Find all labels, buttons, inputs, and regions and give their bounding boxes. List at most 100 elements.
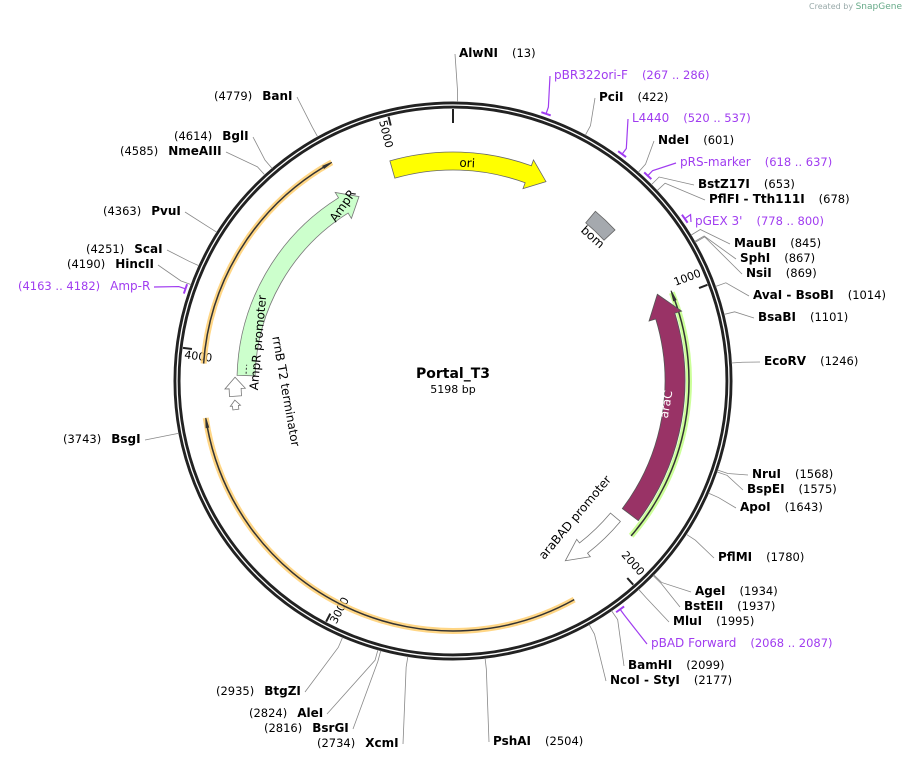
cut-position: (4190) [67,257,106,271]
restriction-site-label[interactable]: (2935) BtgZI [216,684,301,698]
enzyme-name: NmeAIII [168,144,222,158]
enzyme-name: NdeI [658,133,690,147]
orf-line [202,166,325,364]
site-leader-line [252,136,273,169]
restriction-site-label[interactable]: (2816) BsrGI [264,721,349,735]
primer-label[interactable]: pBR322ori-F(267 .. 286) [554,68,709,82]
restriction-site-label[interactable]: EcoRV(1246) [764,354,858,368]
restriction-site-label[interactable]: PshAI(2504) [493,734,583,748]
enzyme-name: BspEI [747,482,785,496]
enzyme-name: BsrGI [312,721,349,735]
cut-position: (1780) [766,550,805,564]
cut-position: (13) [512,46,536,60]
cut-position: (2099) [686,658,725,672]
primer-label[interactable]: pRS-marker(618 .. 637) [680,155,832,169]
site-leader-line [716,471,744,491]
primer-range: (778 .. 800) [756,214,824,228]
site-leader-line [352,650,382,730]
site-leader-line [723,311,755,319]
restriction-site-label[interactable]: (4363)PvuI [103,204,181,218]
site-leader-line [304,637,344,693]
enzyme-name: EcoRV [764,354,807,368]
ori-feature [389,151,547,190]
restriction-site-label[interactable]: (4190)HincII [67,257,154,271]
restriction-site-label[interactable]: MluI(1995) [673,614,754,628]
cut-position: (653) [763,177,795,191]
restriction-site-label[interactable]: BspEI(1575) [747,482,837,496]
restriction-site-label[interactable]: NcoI - StyI(2177) [610,673,732,687]
primer-range: (2068 .. 2087) [750,636,833,650]
restriction-site-label[interactable]: PflMI(1780) [718,550,804,564]
restriction-site-label[interactable]: ApoI (1643) [740,500,823,514]
primer-leader-line [621,118,629,155]
ampr-promoter-feature [224,376,247,398]
enzyme-name: NsiI [746,266,772,280]
ampr-dotted [245,364,248,374]
site-leader-line [694,236,743,275]
backbone-ring-gap [176,104,730,658]
restriction-site-label[interactable]: (4585)NmeAIII [120,144,222,158]
restriction-site-label[interactable]: MauBI(845) [734,236,821,250]
primer-label[interactable]: pBAD Forward (2068 .. 2087) [651,636,833,650]
arac-feature [621,293,686,522]
restriction-site-label[interactable]: (4779) BanI [214,89,293,103]
cut-position: (2935) [216,684,255,698]
restriction-site-label[interactable]: AvaI - BsoBI(1014) [753,288,886,302]
primer-name: pRS-marker [680,155,751,169]
site-leader-line [184,211,218,233]
restriction-site-label[interactable]: BstEII(1937) [684,599,775,613]
restriction-site-label[interactable]: SphI(867) [740,251,815,265]
enzyme-name: BstZ17I [698,177,750,191]
tick-label: 1000 [672,267,703,289]
snapgene-credit: Created by SnapGene [809,2,902,12]
site-leader-line [484,658,490,743]
restriction-site-label[interactable]: PflFI - Tth111I(678) [709,192,850,206]
cut-position: (422) [637,90,669,104]
restriction-site-label[interactable]: NdeI(601) [658,133,734,147]
cut-position: (4614) [174,129,213,143]
primer-label[interactable]: (4163 .. 4182)Amp-R [18,279,150,293]
primer-range: (4163 .. 4182) [18,279,101,293]
restriction-site-label[interactable]: AgeI(1934) [695,584,778,598]
restriction-site-label[interactable]: BamHI(2099) [628,658,725,672]
ori-label: ori [459,156,475,171]
cut-position: (4779) [214,89,253,103]
enzyme-name: ApoI [740,500,771,514]
primer-range: (520 .. 537) [683,111,751,125]
restriction-site-label[interactable]: BstZ17I (653) [698,177,795,191]
restriction-site-label[interactable]: PciI(422) [599,90,668,104]
restriction-site-label[interactable]: NsiI(869) [746,266,817,280]
site-leader-line [584,97,596,136]
restriction-site-label[interactable]: (2824)AleI [249,706,323,720]
primer-range: (267 .. 286) [641,68,710,82]
tick-label: 2000 [619,549,647,579]
orf-arrowhead [205,417,210,429]
restriction-site-label[interactable]: (3743)BsgI [63,432,141,446]
enzyme-name: BanI [262,89,293,103]
restriction-site-label[interactable]: AlwNI(13) [459,46,536,60]
site-leader-line [225,151,266,176]
enzyme-name: AleI [297,706,324,720]
primer-name: pBAD Forward [651,636,737,650]
restriction-site-label[interactable]: (4251)ScaI [86,242,163,256]
restriction-site-label[interactable]: BsaBI(1101) [758,310,848,324]
primer-label[interactable]: pGEX 3'(778 .. 800) [695,214,824,228]
restriction-site-label[interactable]: (2734)XcmI [317,736,399,750]
arac-orf-line [630,300,690,537]
arabad-promoter-feature [564,512,621,562]
restriction-site-label[interactable]: NruI(1568) [752,467,833,481]
primer-leader-line [153,285,186,290]
plasmid-name: Portal_T3 [415,366,490,382]
ampr-feature [236,191,360,377]
cut-position: (2816) [264,721,303,735]
cut-position: (4251) [86,242,125,256]
restriction-site-label[interactable]: (4614)BglI [174,129,249,143]
orf-highlight [200,159,334,364]
enzyme-name: BtgZI [264,684,301,698]
site-leader-line [454,53,458,103]
primer-label[interactable]: L4440(520 .. 537) [632,111,751,125]
enzyme-name: MauBI [734,236,777,250]
cut-position: (1643) [784,500,823,514]
cut-position: (1934) [739,584,778,598]
